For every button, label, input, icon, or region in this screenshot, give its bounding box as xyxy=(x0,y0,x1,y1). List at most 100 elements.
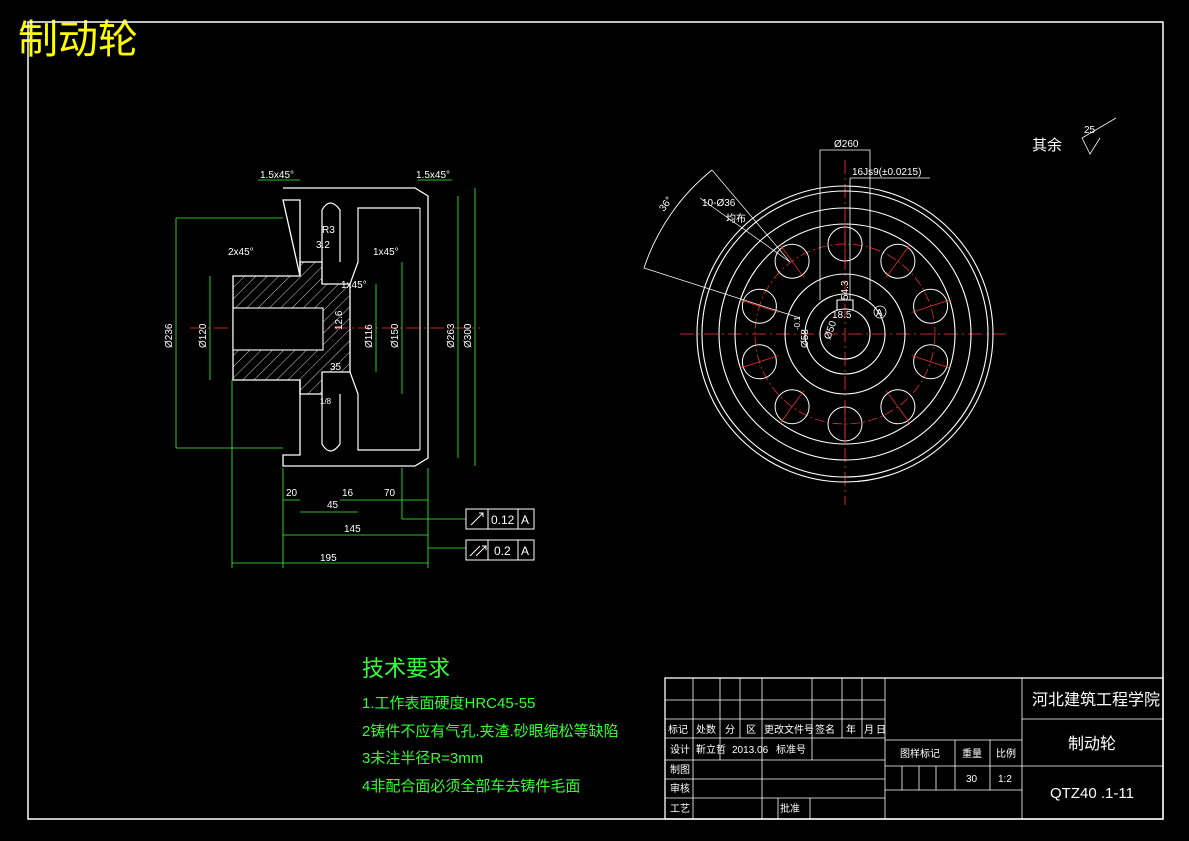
hole-centerline xyxy=(780,244,805,278)
front-view: Ø260 16Js9(±0.0215) 10-Ø36 均布 36° Ø58 Ø5… xyxy=(643,117,1117,505)
surface-note-label: 其余 xyxy=(1032,136,1062,154)
dim-len-20: 20 xyxy=(286,488,298,499)
rim-outer-circle xyxy=(696,185,994,483)
hub-chamfer-circle xyxy=(804,293,886,375)
hub-outer-circle xyxy=(784,273,906,395)
surface-roughness-note: 其余 25 xyxy=(1032,125,1096,154)
tb-header-cell: 更改文件号 xyxy=(764,723,814,736)
tb-drawing-number: QTZ40 .1-11 xyxy=(1050,785,1134,802)
hatch-mark: 1/8 xyxy=(320,397,332,406)
bore xyxy=(232,307,324,351)
tb-scale-label: 比例 xyxy=(996,747,1016,760)
bolt-hole xyxy=(741,288,777,324)
tb-scale: 1:2 xyxy=(998,774,1012,785)
tb-weight: 30 xyxy=(966,774,978,785)
dim-dia-260: Ø260 xyxy=(834,139,859,150)
runout-icon xyxy=(469,545,487,557)
tolerance-value-1: 0.12 xyxy=(491,513,515,527)
hole-centerline xyxy=(740,355,779,369)
tb-part-name: 制动轮 xyxy=(1068,735,1116,753)
title-block: 标记 处数 分 区 更改文件号 签名 年 月 日 设计 靳立哲 2013.06 … xyxy=(664,677,1164,820)
dim-key-c: -0.1 xyxy=(793,316,802,330)
drawing-title: 制动轮 xyxy=(18,17,138,63)
tb-review-label: 审核 xyxy=(670,782,690,795)
tb-date: 2013.06 xyxy=(732,745,769,756)
tech-item: 1.工作表面硬度HRC45-55 xyxy=(362,695,535,712)
bolt-hole xyxy=(913,344,949,380)
dim-dia-120: Ø120 xyxy=(198,323,209,348)
bolt-hole xyxy=(774,389,810,425)
hole-centerline xyxy=(780,390,805,424)
dim-key-b: 18.5 xyxy=(832,310,852,321)
dim-dia-58: Ø58 xyxy=(800,329,811,348)
bolt-hole xyxy=(880,389,916,425)
dim-len-70: 70 xyxy=(384,488,396,499)
dim-dia-50: Ø50 xyxy=(822,319,839,341)
surface-note-roughness: 25 xyxy=(1084,125,1096,136)
hole-centerline xyxy=(740,299,779,313)
tb-header-cell: 日 xyxy=(876,725,886,736)
bore-circle xyxy=(819,308,871,360)
tech-item: 4非配合面必须全部车去铸件毛面 xyxy=(362,777,580,795)
dim-len-145: 145 xyxy=(344,524,361,535)
tb-header-cell: 月 xyxy=(864,724,874,736)
drawing-frame xyxy=(27,21,1164,820)
dim-chamfer-mid-b: 1x45° xyxy=(341,280,367,291)
tb-header-cell: 签名 xyxy=(815,723,835,736)
web-outline xyxy=(321,202,420,452)
tb-designer: 靳立哲 xyxy=(696,743,726,756)
tb-header-cell: 区 xyxy=(746,724,756,736)
dim-holes: 10-Ø36 xyxy=(702,198,736,209)
dim-len-195: 195 xyxy=(320,553,337,564)
dim-chamfer-left: 2x45° xyxy=(228,247,254,258)
dim-keyway: 16Js9(±0.0215) xyxy=(852,167,921,178)
tb-institution: 河北建筑工程学院 xyxy=(1032,691,1160,709)
dim-dia-300: Ø300 xyxy=(463,323,474,348)
section-view: 1.5x45° 1.5x45° 2x45° 1x45° 1x45° R3 3.2… xyxy=(164,170,535,568)
dim-dia-263: Ø263 xyxy=(446,323,457,348)
dim-len-45: 45 xyxy=(327,500,339,511)
roughness-a: 3.2 xyxy=(316,240,330,251)
tb-approve-label: 批准 xyxy=(780,802,800,815)
runout-icon xyxy=(470,512,484,526)
tb-process-label: 工艺 xyxy=(670,803,690,815)
dim-dia-236: Ø236 xyxy=(164,323,175,348)
tb-standard-label: 标准号 xyxy=(776,744,806,756)
tolerance-value-2: 0.2 xyxy=(494,544,511,558)
rim-inner-circle xyxy=(718,207,972,461)
tolerance-frame-2: 0.2 A xyxy=(465,539,535,561)
tb-stage-label: 图样标记 xyxy=(900,747,940,760)
tolerance-datum-2: A xyxy=(521,544,529,558)
tb-drawn-label: 制图 xyxy=(670,763,690,776)
tb-weight-label: 重量 xyxy=(962,747,982,760)
dim-key-a: 54.3 xyxy=(840,280,851,300)
bolt-hole xyxy=(913,288,949,324)
datum-circle xyxy=(873,305,887,319)
keyway xyxy=(836,299,854,310)
tolerance-datum-1: A xyxy=(521,513,529,527)
tolerance-frame-1: 0.12 A xyxy=(465,508,535,530)
tb-header-cell: 分 xyxy=(725,724,735,736)
tech-requirements: 技术要求 1.工作表面硬度HRC45-55 2铸件不应有气孔.夹渣.砂眼缩松等缺… xyxy=(362,656,619,795)
tech-item: 3未注半径R=3mm xyxy=(362,750,483,767)
datum-a: A xyxy=(876,308,883,319)
hole-centerline xyxy=(911,355,950,369)
tb-header-cell: 年 xyxy=(846,723,856,736)
dim-holes-note: 均布 xyxy=(726,213,746,225)
dim-len-35: 35 xyxy=(330,362,342,373)
dim-dia-150: Ø150 xyxy=(390,323,401,348)
hole-centerline xyxy=(885,244,910,278)
bolt-hole xyxy=(741,344,777,380)
dim-r3: R3 xyxy=(322,225,335,236)
dim-chamfer-mid-a: 1x45° xyxy=(373,247,399,258)
tb-header-cell: 处数 xyxy=(696,723,716,736)
tb-design-label: 设计 xyxy=(670,743,690,756)
hole-centerline xyxy=(885,390,910,424)
dim-len-16: 16 xyxy=(342,488,354,499)
holes xyxy=(740,224,950,444)
tech-item: 2铸件不应有气孔.夹渣.砂眼缩松等缺陷 xyxy=(362,722,619,740)
angle-arc xyxy=(643,169,713,269)
roughness-b: 12.6 xyxy=(334,310,345,330)
dim-chamfer-top-right: 1.5x45° xyxy=(416,170,450,181)
